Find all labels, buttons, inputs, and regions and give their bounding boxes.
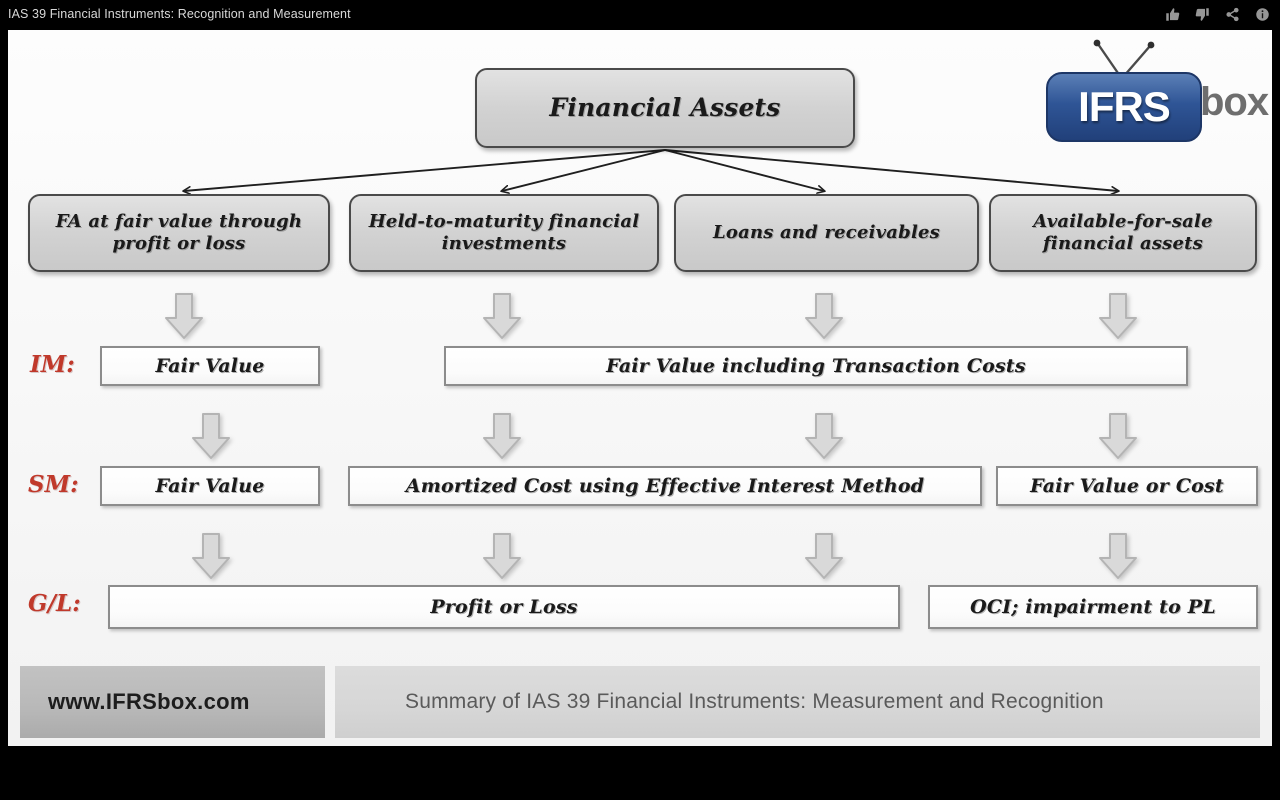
video-actions xyxy=(1164,4,1270,24)
cell-sm-fair-value[interactable]: Fair Value xyxy=(100,466,320,506)
node-category-htm[interactable]: Held-to-maturity financial investments xyxy=(349,194,659,272)
thumbs-up-icon[interactable] xyxy=(1164,4,1180,24)
down-arrow-icon xyxy=(481,532,523,580)
cell-label: OCI; impairment to PL xyxy=(970,596,1216,618)
logo-tv-shape: IFRS xyxy=(1046,72,1202,142)
down-arrow-icon xyxy=(803,292,845,340)
node-category-label: Held-to-maturity financial investments xyxy=(368,210,640,255)
down-arrow-icon xyxy=(163,292,205,340)
thumbs-down-icon[interactable] xyxy=(1194,4,1210,24)
ifrsbox-logo: IFRS box xyxy=(1024,38,1272,156)
row-label-im: IM: xyxy=(30,351,75,378)
cell-gl-profit-or-loss[interactable]: Profit or Loss xyxy=(108,585,900,629)
node-category-loans-receivables[interactable]: Loans and receivables xyxy=(674,194,979,272)
down-arrow-icon xyxy=(803,532,845,580)
down-arrow-icon xyxy=(481,292,523,340)
cell-label: Fair Value including Transaction Costs xyxy=(606,355,1026,377)
logo-brand-secondary: box xyxy=(1200,80,1269,124)
footer-caption: Summary of IAS 39 Financial Instruments:… xyxy=(335,666,1260,738)
video-title: IAS 39 Financial Instruments: Recognitio… xyxy=(8,7,351,21)
down-arrow-icon xyxy=(481,412,523,460)
node-category-afs[interactable]: Available-for-sale financial assets xyxy=(989,194,1257,272)
node-category-label: Available-for-sale financial assets xyxy=(1033,210,1213,255)
down-arrow-icon xyxy=(1097,292,1139,340)
node-category-label: FA at fair value through profit or loss xyxy=(55,210,303,255)
node-financial-assets[interactable]: Financial Assets xyxy=(475,68,855,148)
footer-website[interactable]: www.IFRSbox.com xyxy=(20,666,325,738)
cell-im-fair-value[interactable]: Fair Value xyxy=(100,346,320,386)
logo-antenna-icon xyxy=(1093,39,1155,77)
logo-brand-primary: IFRS xyxy=(1078,83,1171,130)
node-category-label: Loans and receivables xyxy=(713,221,940,243)
video-top-bar: IAS 39 Financial Instruments: Recognitio… xyxy=(0,0,1280,30)
down-arrow-icon xyxy=(190,412,232,460)
row-label-gl: G/L: xyxy=(28,590,81,617)
cell-label: Fair Value xyxy=(155,355,265,377)
share-icon[interactable] xyxy=(1224,4,1240,24)
slide-footer: www.IFRSbox.com Summary of IAS 39 Financ… xyxy=(20,666,1260,738)
down-arrow-icon xyxy=(803,412,845,460)
node-financial-assets-label: Financial Assets xyxy=(549,93,781,123)
row-label-sm: SM: xyxy=(28,471,79,498)
cell-sm-amortized-cost[interactable]: Amortized Cost using Effective Interest … xyxy=(348,466,982,506)
footer-caption-label: Summary of IAS 39 Financial Instruments:… xyxy=(405,690,1104,713)
info-icon[interactable] xyxy=(1254,4,1270,24)
cell-gl-oci[interactable]: OCI; impairment to PL xyxy=(928,585,1258,629)
cell-label: Fair Value or Cost xyxy=(1030,475,1224,497)
cell-sm-fair-value-or-cost[interactable]: Fair Value or Cost xyxy=(996,466,1258,506)
down-arrow-icon xyxy=(190,532,232,580)
slide-canvas: Financial Assets IFRS box FA at fair val… xyxy=(8,30,1272,746)
down-arrow-icon xyxy=(1097,532,1139,580)
footer-website-label: www.IFRSbox.com xyxy=(48,689,250,714)
cell-im-fair-value-incl-tc[interactable]: Fair Value including Transaction Costs xyxy=(444,346,1188,386)
cell-label: Fair Value xyxy=(155,475,265,497)
down-arrow-icon xyxy=(1097,412,1139,460)
cell-label: Profit or Loss xyxy=(430,596,578,618)
cell-label: Amortized Cost using Effective Interest … xyxy=(405,475,925,497)
node-category-fvtpl[interactable]: FA at fair value through profit or loss xyxy=(28,194,330,272)
